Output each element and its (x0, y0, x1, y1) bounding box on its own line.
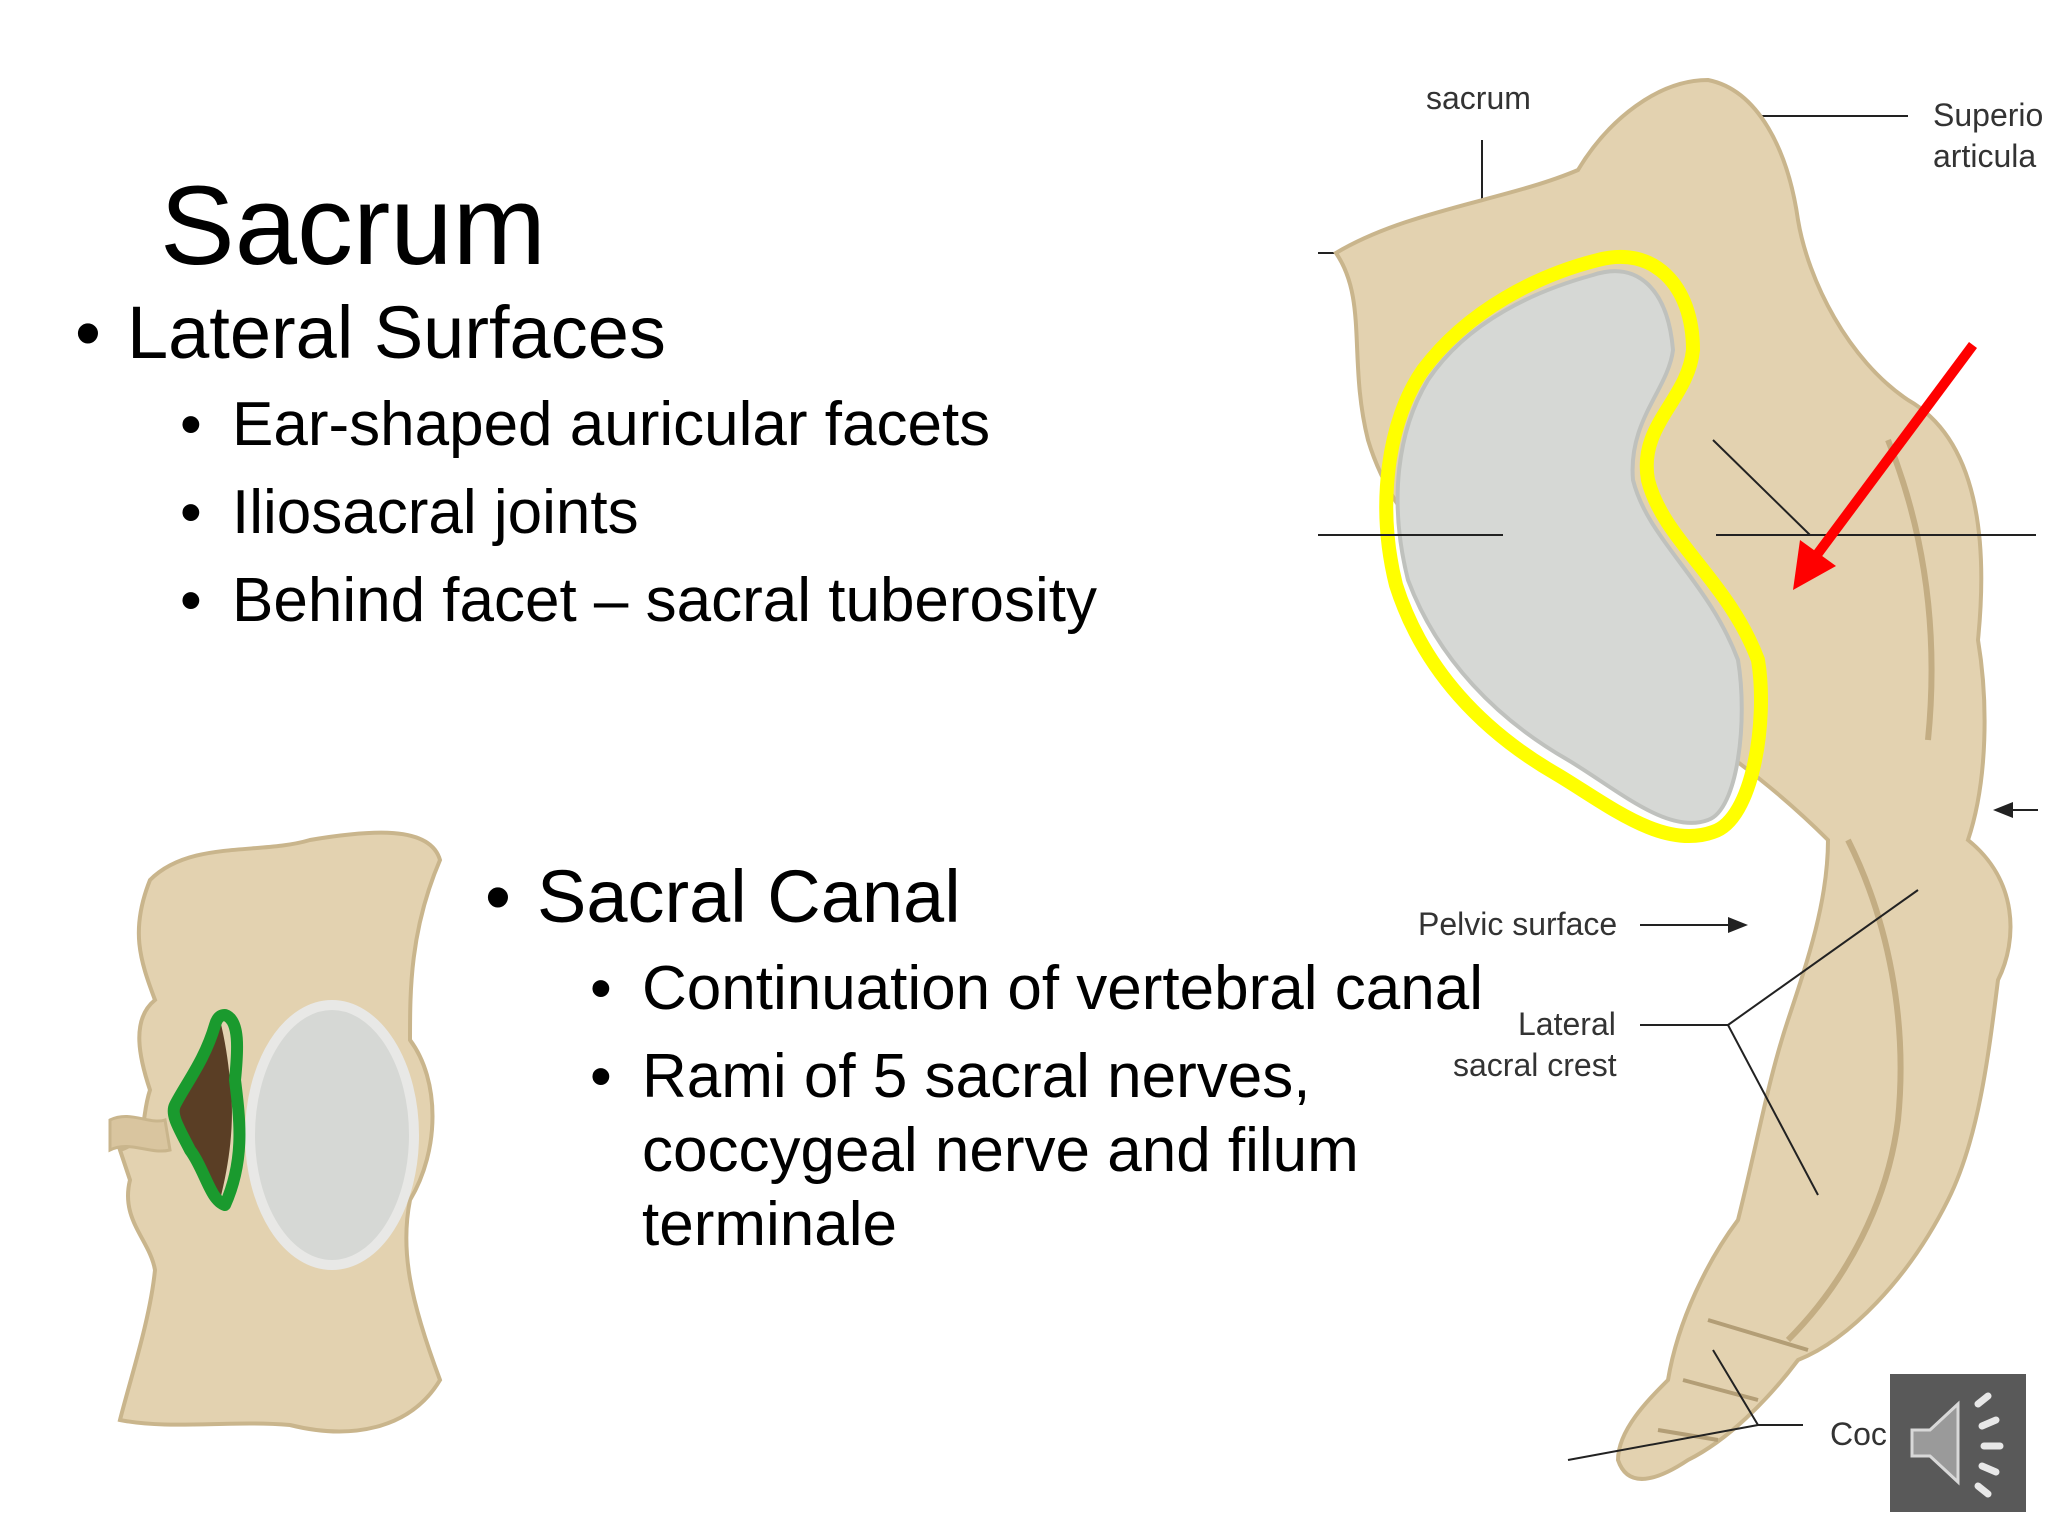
leader-line-coccyx-up (1712, 1349, 1759, 1426)
leader-line-lateral-down (1727, 1024, 1819, 1196)
label-coccyx: Coc (1830, 1416, 1887, 1452)
sacral-crest-ridge (1785, 838, 1904, 1343)
sacral-canal-opening (175, 1020, 232, 1200)
arrow-head-right (1993, 802, 2013, 818)
red-arrow-shaft (1808, 342, 1978, 563)
bullet-text-line3: terminale (642, 1190, 897, 1259)
bullet-text: Ear-shaped auricular facets (232, 390, 991, 459)
sacral-crest-ridge-2 (1885, 438, 1935, 741)
leader-line-diagonal (1712, 439, 1811, 536)
bullet-text-line1: Rami of 5 sacral nerves, (642, 1042, 1311, 1111)
label-sacral-crest: sacral crest (1453, 1047, 1617, 1083)
bullet-dot: • (590, 954, 612, 1023)
arrow-head-pelvic (1728, 917, 1748, 933)
bullet-dot: • (180, 478, 202, 547)
bullet-text: Sacral Canal (537, 855, 961, 938)
label-pelvic-surface: Pelvic surface (1418, 906, 1618, 942)
label-superior-line2: articula (1933, 138, 2037, 174)
sacrum-superior-view-figure (108, 830, 443, 1434)
leader-line-lateral-up (1727, 889, 1919, 1026)
bullet-text: Iliosacral joints (232, 478, 639, 547)
sacrum-lateral-view-figure (1318, 77, 2038, 1481)
label-superior-line1: Superio (1933, 97, 2044, 133)
bullet-dot: • (485, 855, 511, 938)
sacrum-body-facet (245, 1000, 419, 1270)
auricular-facet-surface (1395, 269, 1744, 825)
leader-line-coccyx-left (1567, 1424, 1759, 1461)
label-lateral: Lateral (1518, 1006, 1616, 1042)
red-arrow-head (1793, 540, 1836, 590)
auricular-facet-yellow-outline (1379, 249, 1768, 844)
label-sacrum: sacrum (1426, 80, 1531, 116)
bullet-dot: • (75, 291, 101, 374)
bullet-text-line2: coccygeal nerve and filum (642, 1116, 1359, 1185)
sacrum-spine-process (108, 1114, 172, 1153)
coccyx-segments (1657, 1318, 1809, 1442)
bullet-text: Behind facet – sacral tuberosity (232, 566, 1098, 635)
sacral-canal-green-outline (167, 1009, 246, 1211)
bullet-text: Continuation of vertebral canal (642, 954, 1483, 1023)
bullet-dot: • (180, 390, 202, 459)
audio-player-button[interactable] (1890, 1374, 2026, 1512)
bullet-dot: • (180, 566, 202, 635)
bullet-text: Lateral Surfaces (127, 291, 666, 374)
bullet-dot: • (590, 1042, 612, 1111)
speaker-icon (1910, 1392, 2004, 1498)
slide-title: Sacrum (160, 163, 546, 288)
